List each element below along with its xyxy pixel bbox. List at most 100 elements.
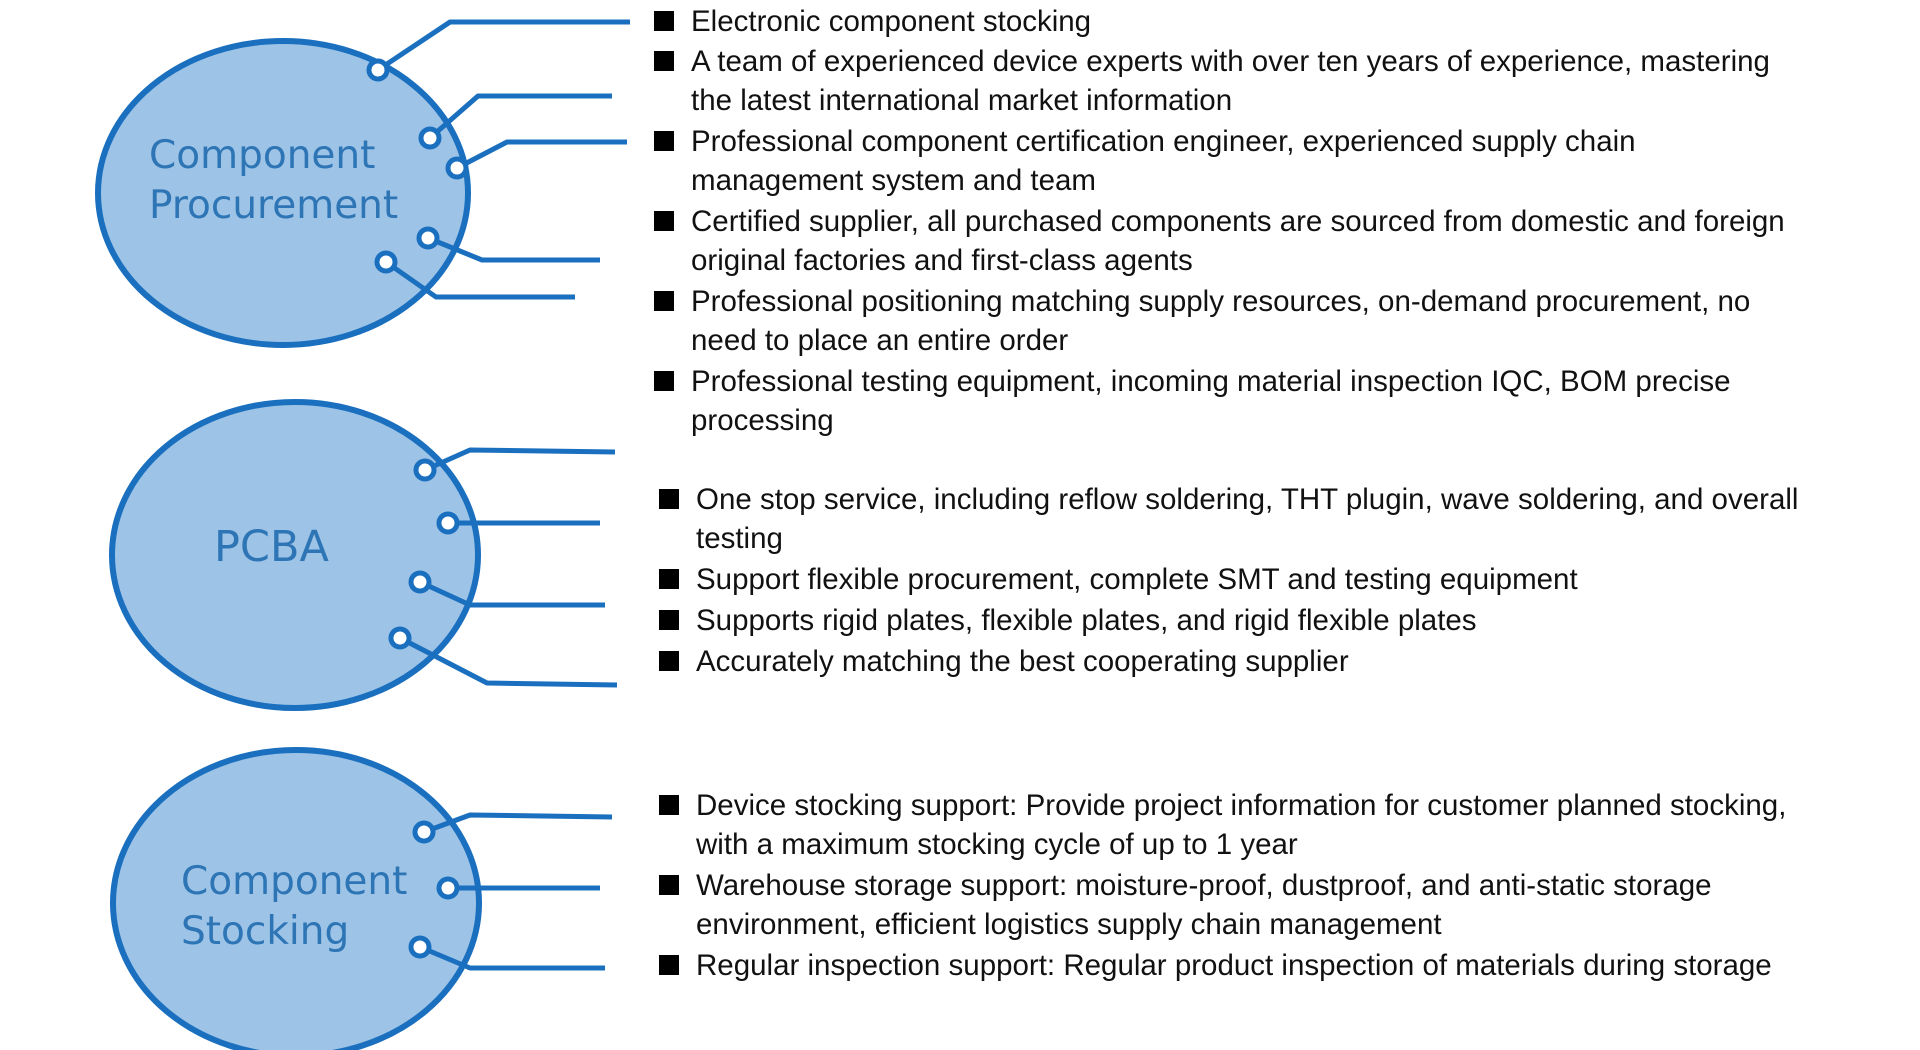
pcba-connector-4 bbox=[398, 635, 618, 688]
bullet-line: One stop service, including reflow solde… bbox=[696, 483, 1799, 516]
connector-pin-icon bbox=[408, 570, 432, 594]
bullet-item: Warehouse storage support: moisture-proo… bbox=[659, 866, 1712, 944]
procurement-connector-5 bbox=[384, 259, 575, 300]
bullet-line: A team of experienced device experts wit… bbox=[691, 45, 1770, 78]
stocking-connector-1 bbox=[423, 812, 613, 835]
component-procurement-bullets: Electronic component stocking A team of … bbox=[654, 0, 1904, 440]
pcba-bubble bbox=[109, 399, 481, 711]
bullet-item: Certified supplier, all purchased compon… bbox=[654, 202, 1785, 280]
bullet-text: A team of experienced device experts wit… bbox=[691, 42, 1770, 120]
connector-pin-icon bbox=[388, 626, 412, 650]
bullet-item: One stop service, including reflow solde… bbox=[659, 480, 1798, 558]
bullet-text: Supports rigid plates, flexible plates, … bbox=[696, 601, 1477, 640]
component-procurement-bubble bbox=[95, 38, 471, 348]
bullet-line: Electronic component stocking bbox=[691, 5, 1092, 38]
component-stocking-bullets: Device stocking support: Provide project… bbox=[659, 786, 1909, 996]
connector-pin-icon bbox=[413, 458, 437, 482]
connector-pin-icon bbox=[416, 226, 440, 250]
pcba-label-line-1: PCBA bbox=[214, 522, 329, 572]
bullet-item: Supports rigid plates, flexible plates, … bbox=[659, 601, 1477, 640]
component-stocking-label: Component Stocking bbox=[181, 857, 407, 957]
bullet-line: Professional testing equipment, incoming… bbox=[691, 365, 1731, 398]
bullet-text: Certified supplier, all purchased compon… bbox=[691, 202, 1785, 280]
pcba-connector-3 bbox=[418, 579, 605, 608]
black-square-bullet-icon bbox=[659, 651, 679, 671]
bullet-line: testing bbox=[696, 522, 783, 555]
bullet-text: Warehouse storage support: moisture-proo… bbox=[696, 866, 1712, 944]
black-square-bullet-icon bbox=[654, 11, 674, 31]
bullet-item: Electronic component stocking bbox=[654, 2, 1091, 41]
bullet-line: need to place an entire order bbox=[691, 324, 1069, 357]
group-pcba bbox=[109, 399, 618, 711]
black-square-bullet-icon bbox=[659, 875, 679, 895]
bullet-item: Accurately matching the best cooperating… bbox=[659, 642, 1349, 681]
pcba-bullets: One stop service, including reflow solde… bbox=[659, 480, 1909, 690]
bullet-item: A team of experienced device experts wit… bbox=[654, 42, 1770, 120]
component-stocking-bubble bbox=[110, 747, 482, 1050]
procurement-connector-4 bbox=[427, 235, 600, 263]
component-procurement-label: Component Procurement bbox=[149, 131, 398, 231]
black-square-bullet-icon bbox=[659, 795, 679, 815]
bullet-text: Device stocking support: Provide project… bbox=[696, 786, 1786, 864]
pcba-label: PCBA bbox=[214, 522, 329, 572]
connector-pin-icon bbox=[412, 820, 436, 844]
bullet-line: Regular inspection support: Regular prod… bbox=[696, 949, 1772, 982]
procurement-connector-1 bbox=[376, 19, 630, 73]
connector-pin-icon bbox=[374, 250, 398, 274]
component-stocking-label-line-2: Stocking bbox=[181, 909, 350, 954]
bullet-item: Device stocking support: Provide project… bbox=[659, 786, 1786, 864]
bullet-text: Support flexible procurement, complete S… bbox=[696, 560, 1578, 599]
bullet-text: Professional testing equipment, incoming… bbox=[691, 362, 1731, 440]
procurement-connector-3 bbox=[455, 139, 627, 171]
bullet-line: the latest international market informat… bbox=[691, 84, 1233, 117]
bullet-line: Certified supplier, all purchased compon… bbox=[691, 205, 1785, 238]
black-square-bullet-icon bbox=[659, 569, 679, 589]
bullet-text: One stop service, including reflow solde… bbox=[696, 480, 1798, 558]
bullet-line: original factories and first-class agent… bbox=[691, 244, 1193, 277]
pcba-connector-1 bbox=[423, 447, 616, 473]
bullet-text: Professional positioning matching supply… bbox=[691, 282, 1750, 360]
bullet-line: Device stocking support: Provide project… bbox=[696, 789, 1787, 822]
bullet-line: Professional positioning matching supply… bbox=[691, 285, 1751, 318]
bullet-item: Professional testing equipment, incoming… bbox=[654, 362, 1731, 440]
bullet-line: Accurately matching the best cooperating… bbox=[696, 645, 1349, 678]
group-component-stocking bbox=[110, 747, 613, 1050]
connector-pin-icon bbox=[408, 935, 432, 959]
bullet-line: processing bbox=[691, 404, 834, 437]
component-stocking-label-line-1: Component bbox=[181, 859, 408, 904]
black-square-bullet-icon bbox=[659, 610, 679, 630]
bullet-text: Accurately matching the best cooperating… bbox=[696, 642, 1349, 681]
black-square-bullet-icon bbox=[654, 211, 674, 231]
black-square-bullet-icon bbox=[654, 291, 674, 311]
bullet-line: with a maximum stocking cycle of up to 1… bbox=[696, 828, 1298, 861]
bullet-text: Regular inspection support: Regular prod… bbox=[696, 946, 1772, 985]
black-square-bullet-icon bbox=[659, 955, 679, 975]
component-procurement-label-line-1: Component bbox=[149, 133, 376, 178]
group-component-procurement bbox=[95, 19, 630, 348]
bullet-line: Support flexible procurement, complete S… bbox=[696, 563, 1578, 596]
connector-pin-icon bbox=[418, 126, 442, 150]
bullet-line: environment, efficient logistics supply … bbox=[696, 908, 1442, 941]
bullet-item: Support flexible procurement, complete S… bbox=[659, 560, 1578, 599]
connector-pin-icon bbox=[445, 156, 469, 180]
connector-pin-icon bbox=[436, 876, 460, 900]
black-square-bullet-icon bbox=[654, 131, 674, 151]
bullet-line: Warehouse storage support: moisture-proo… bbox=[696, 869, 1712, 902]
bullet-item: Regular inspection support: Regular prod… bbox=[659, 946, 1772, 985]
bullet-item: Professional positioning matching supply… bbox=[654, 282, 1750, 360]
procurement-connector-2 bbox=[428, 93, 612, 140]
bullet-text: Electronic component stocking bbox=[691, 2, 1091, 41]
component-procurement-label-line-2: Procurement bbox=[149, 183, 399, 228]
bullet-text: Professional component certification eng… bbox=[691, 122, 1636, 200]
stocking-connector-3 bbox=[419, 944, 605, 971]
black-square-bullet-icon bbox=[659, 489, 679, 509]
black-square-bullet-icon bbox=[654, 371, 674, 391]
connector-pin-icon bbox=[366, 58, 390, 82]
black-square-bullet-icon bbox=[654, 51, 674, 71]
bullet-line: management system and team bbox=[691, 164, 1097, 197]
bullet-line: Professional component certification eng… bbox=[691, 125, 1636, 158]
connector-pin-icon bbox=[436, 511, 460, 535]
bullet-item: Professional component certification eng… bbox=[654, 122, 1636, 200]
bullet-line: Supports rigid plates, flexible plates, … bbox=[696, 604, 1477, 637]
